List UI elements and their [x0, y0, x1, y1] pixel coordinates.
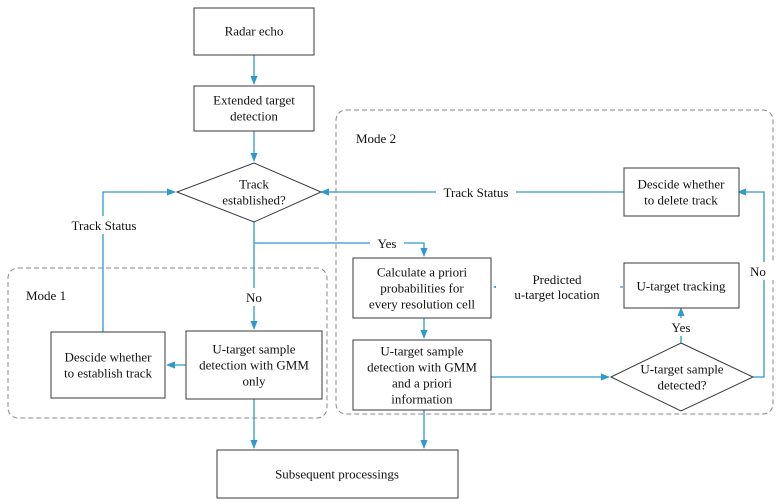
text-line: every resolution cell	[369, 297, 476, 312]
text-line: Radar echo	[225, 24, 284, 39]
edge-label-no-detected: No	[748, 262, 778, 280]
svg-text:No: No	[750, 264, 766, 279]
edge-detected-no-to-delete	[737, 188, 765, 378]
text-line: Track	[239, 177, 269, 192]
text-line: Subsequent processings	[275, 467, 399, 482]
svg-text:Subsequent processings: Subsequent processings	[275, 467, 399, 482]
mode-1-region: Mode 1	[7, 267, 328, 419]
edge-label-no-established: No	[240, 288, 268, 306]
node-radar-echo: Radar echo	[193, 7, 315, 56]
text-line: Calculate a priori	[377, 265, 468, 280]
text-line: to delete track	[644, 193, 718, 208]
text-line: and a priori	[392, 376, 452, 391]
mode-1-label: Mode 1	[26, 288, 66, 303]
text-line: u-target location	[514, 287, 600, 302]
text-line: detection with GMM	[199, 358, 309, 373]
text-line: Descide whether	[65, 350, 153, 365]
text-line: probabilities for	[380, 281, 464, 296]
text-line: Predicted	[532, 272, 582, 287]
text-line: detected?	[657, 378, 706, 393]
text-line: Extended target	[213, 93, 295, 108]
node-tracking: U-target tracking	[623, 262, 740, 309]
mode-2-region: Mode 2	[335, 109, 774, 415]
text-line: information	[391, 392, 453, 407]
mode-2-label: Mode 2	[356, 131, 396, 146]
text-line: to establish track	[64, 366, 153, 381]
edge-label-yes-established: Yes	[370, 234, 404, 252]
text-line: U-target sample	[212, 342, 295, 357]
edge-label-track-status-left: Track Status	[64, 216, 144, 234]
text-line: detection	[230, 109, 278, 124]
text-line: established?	[222, 193, 286, 208]
svg-text:Yes: Yes	[378, 236, 397, 251]
text-line: Descide whether	[638, 177, 726, 192]
svg-text:Radar echo: Radar echo	[225, 24, 284, 39]
svg-text:Track Status: Track Status	[444, 185, 509, 200]
text-line: U-target tracking	[637, 279, 726, 294]
edge-label-yes-detected: Yes	[664, 318, 698, 336]
edge-establish-to-track	[102, 188, 176, 332]
text-line: U-target sample	[380, 344, 463, 359]
text-line: only	[242, 374, 266, 389]
svg-text:U-target tracking: U-target tracking	[637, 279, 726, 294]
node-subsequent: Subsequent processings	[216, 449, 459, 499]
text-line: U-target sample	[640, 362, 723, 377]
svg-text:No: No	[246, 290, 262, 305]
svg-text:Yes: Yes	[672, 320, 691, 335]
text-line: detection with GMM	[367, 360, 477, 375]
svg-text:Track Status: Track Status	[72, 218, 137, 233]
edge-label-track-status-right: Track Status	[436, 183, 516, 201]
edge-track-yes-to-calc	[254, 242, 428, 257]
